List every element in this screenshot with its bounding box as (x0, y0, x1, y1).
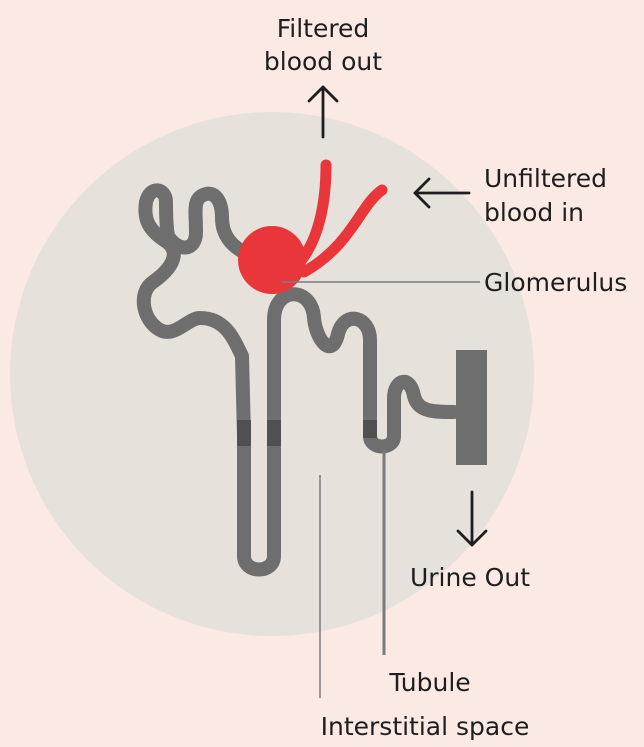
unfiltered-blood-label-line1: Unfiltered (484, 162, 607, 195)
filtered-blood-label-line2: blood out (253, 45, 393, 78)
unfiltered-blood-label-line2: blood in (484, 196, 584, 229)
collecting-duct (456, 350, 487, 465)
glomerulus-ball (238, 226, 306, 294)
tubule-label: Tubule (370, 666, 490, 699)
interstitial-space-label: Interstitial space (300, 710, 550, 743)
filtered-blood-label-line1: Filtered (253, 12, 393, 45)
glomerulus-label: Glomerulus (484, 266, 627, 299)
urine-out-label: Urine Out (400, 561, 540, 594)
